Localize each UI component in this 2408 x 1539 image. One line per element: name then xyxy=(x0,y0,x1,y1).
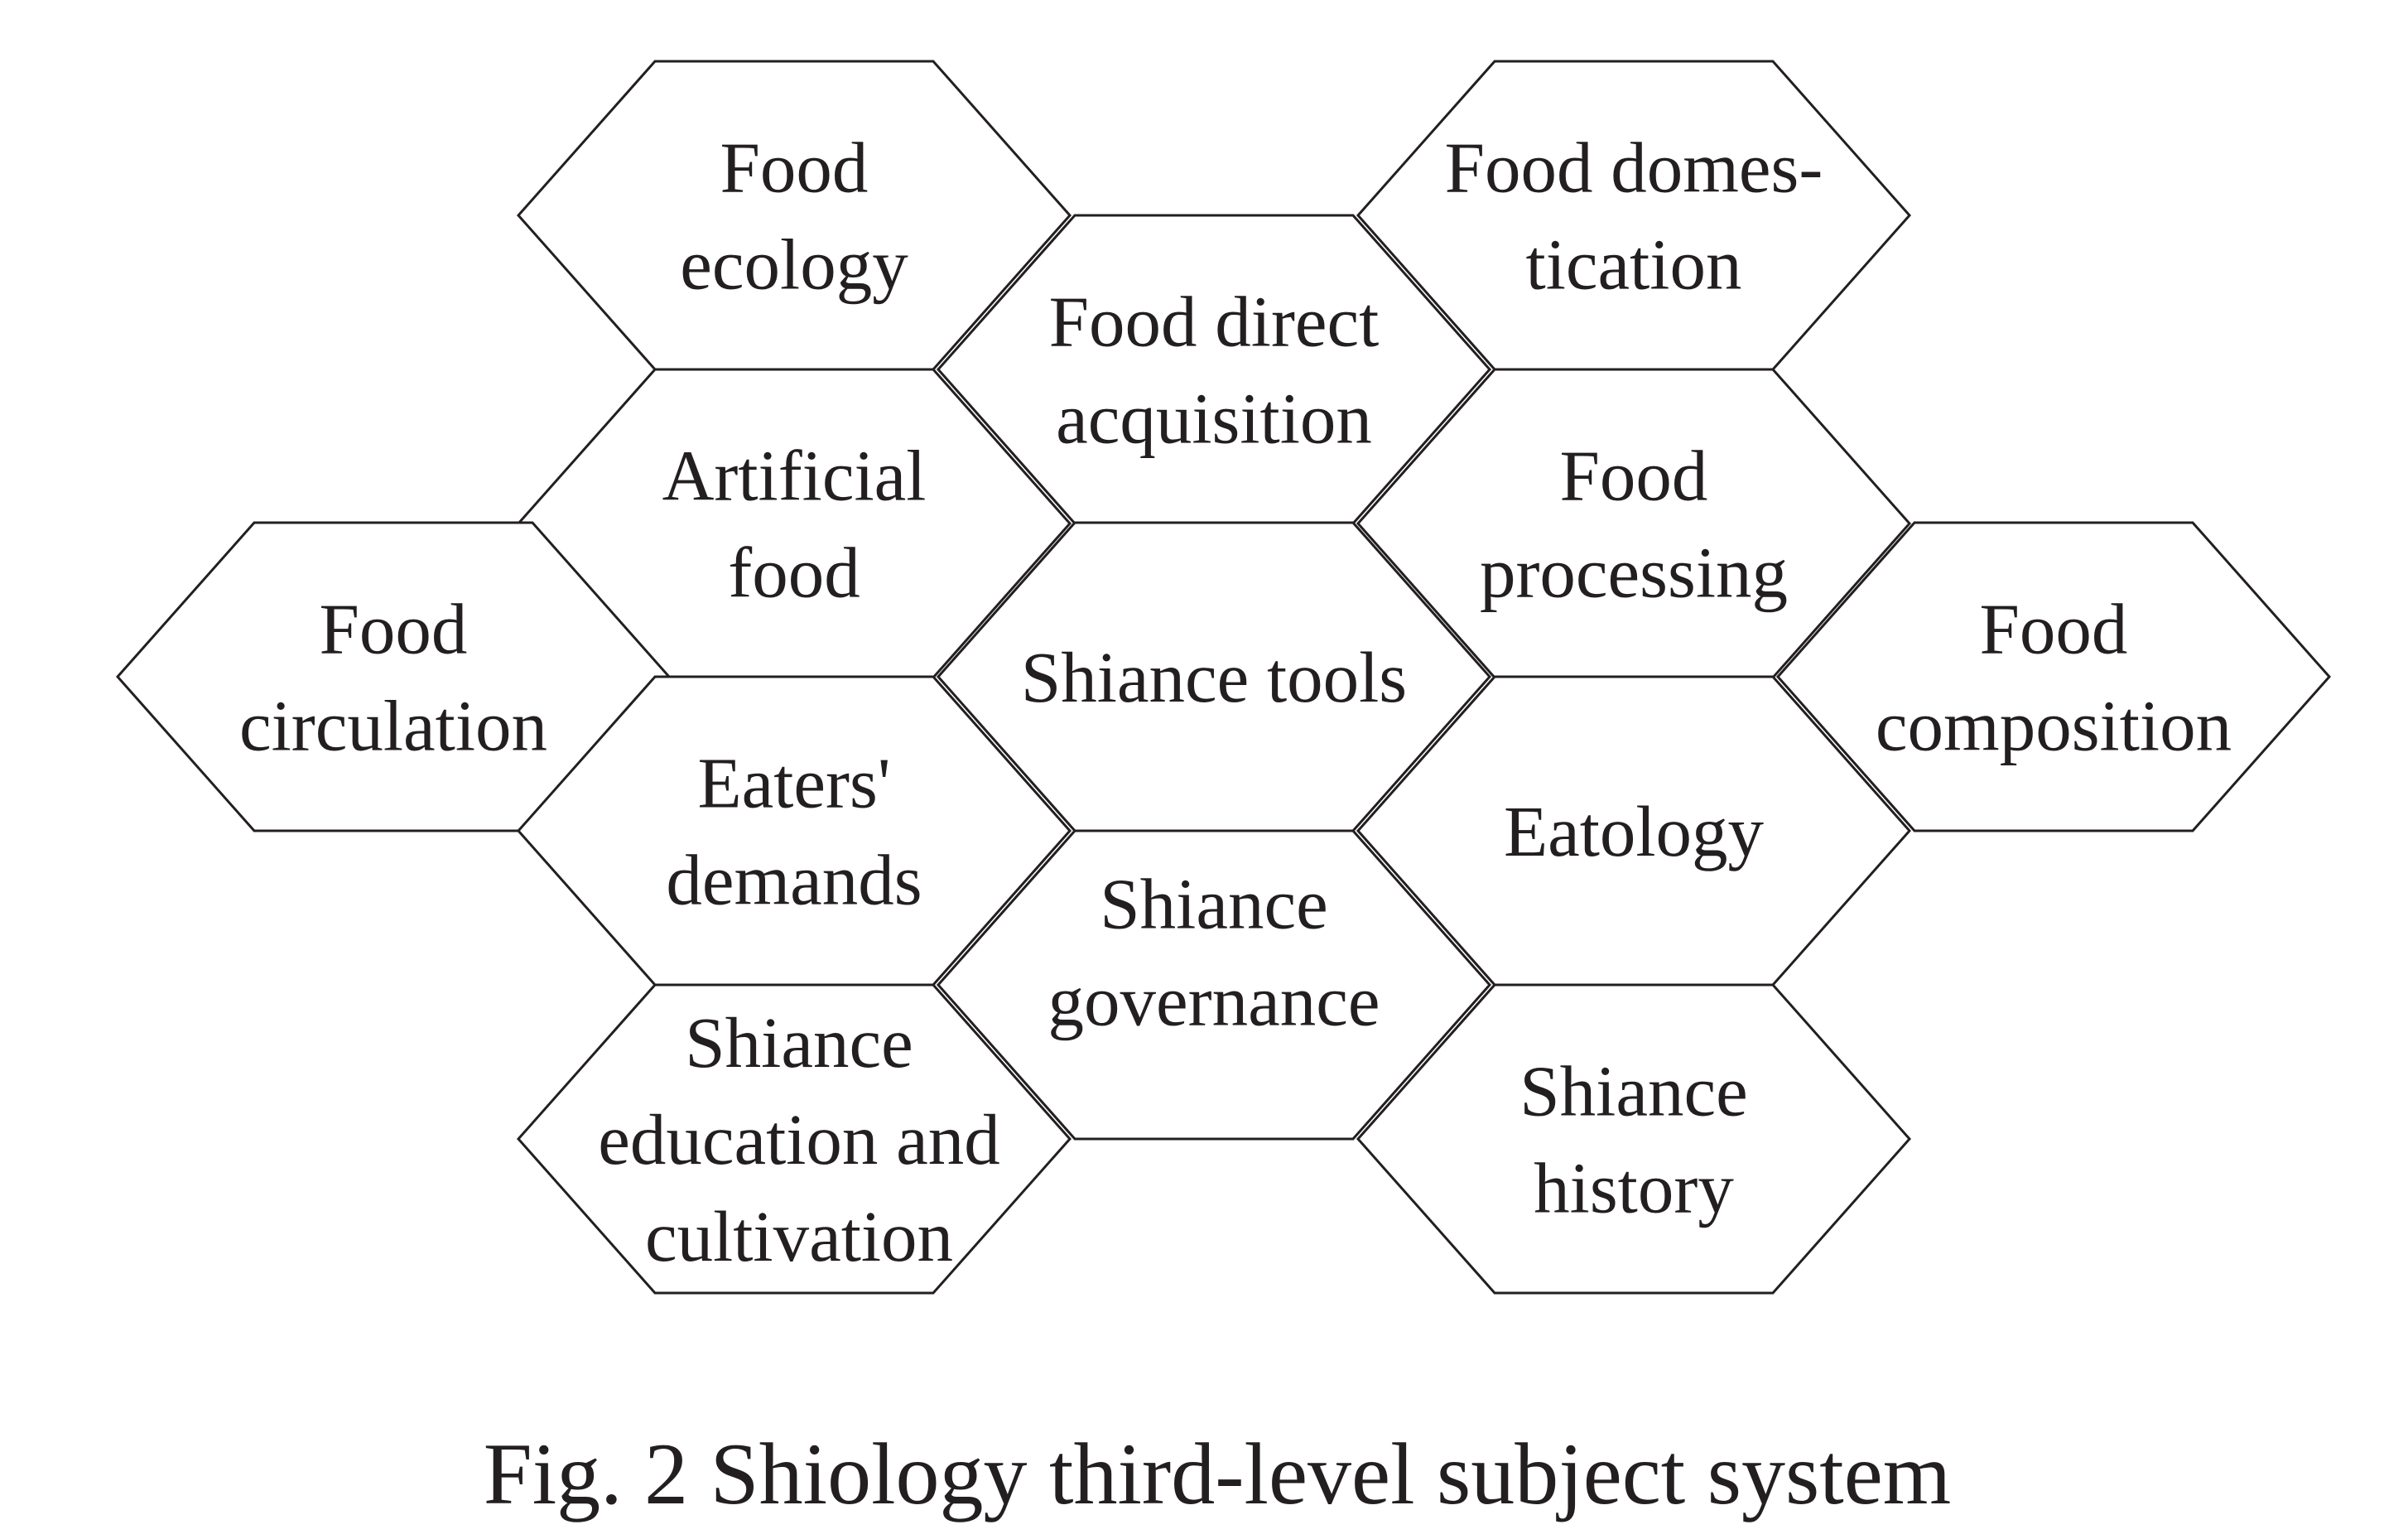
hexagon-label-line: circulation xyxy=(239,686,547,766)
hexagon-food-composition: Food composition xyxy=(1775,521,2332,832)
hexagon-food-circulation: Food circulation xyxy=(115,521,672,832)
hexagon-label-line: tication xyxy=(1526,224,1742,305)
hexagon-food-processing: Food processing xyxy=(1356,368,1912,679)
hexagon-label-line: Shiance tools xyxy=(1021,637,1407,717)
hexagon-label-line: Food domes- xyxy=(1445,128,1823,208)
hexagon-shape xyxy=(1356,983,1912,1295)
hexagon-shiance-governance: Shiance governance xyxy=(936,829,1492,1141)
hexagon-label-line: composition xyxy=(1876,686,2232,766)
hexagon-label-line: Food xyxy=(720,128,869,208)
hexagon-shiance-tools: Shiance tools xyxy=(936,521,1492,832)
hexagon-label-line: Food xyxy=(1980,589,2128,669)
figure-caption: Fig. 2 Shiology third-level subject syst… xyxy=(484,1426,1951,1522)
hexagon-label-line: demands xyxy=(666,840,922,920)
hexagon-eatology: Eatology xyxy=(1356,675,1912,987)
hexagon-label-line: education and xyxy=(598,1099,1000,1180)
hexagon-label-line: acquisition xyxy=(1056,379,1372,459)
hexagon-shape xyxy=(1775,521,2332,832)
hexagon-label-line: Food xyxy=(320,589,468,669)
hexagon-label-line: Eatology xyxy=(1504,791,1765,871)
hexagon-label-line: cultivation xyxy=(645,1196,953,1276)
hexagon-shape xyxy=(936,829,1492,1141)
hexagon-label-line: food xyxy=(728,533,860,613)
hexagon-label-line: Eaters' xyxy=(697,743,890,823)
hexagon-artificial-food: Artificial food xyxy=(516,368,1072,679)
hexagon-shape xyxy=(516,983,1072,1295)
hexagon-food-domestication: Food domes-tication xyxy=(1356,60,1912,371)
hexagon-shiance-history: Shiance history xyxy=(1356,983,1912,1295)
hexagon-eaters-demands: Eaters' demands xyxy=(516,675,1072,987)
hexagon-label-line: Artificial xyxy=(662,436,927,516)
hexagon-label-line: Shiance xyxy=(1100,864,1327,944)
hexagon-label-line: history xyxy=(1534,1148,1734,1228)
hexagon-label-line: governance xyxy=(1048,961,1380,1041)
hexagon-label-line: Food direct xyxy=(1049,282,1380,362)
hexagon-label-line: Food xyxy=(1560,436,1708,516)
hexagon-label-line: ecology xyxy=(680,224,908,305)
hexagon-label-line: Shiance xyxy=(685,1002,913,1083)
hexagon-label-line: processing xyxy=(1480,533,1788,613)
hexagon-label-line: Shiance xyxy=(1519,1051,1747,1131)
hexagon-shiance-education-and-cultivation: Shiance education and cultivation xyxy=(516,983,1072,1295)
hexagon-food-ecology: Food ecology xyxy=(516,60,1072,371)
hexagon-food-direct-acquisition: Food direct acquisition xyxy=(936,214,1492,525)
